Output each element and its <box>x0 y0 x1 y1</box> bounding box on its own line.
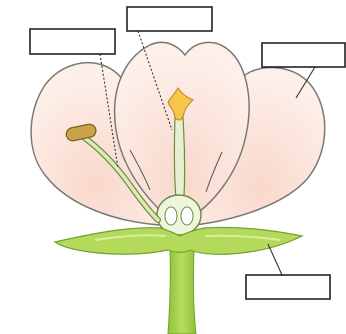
leader-line-sepal <box>268 244 282 275</box>
ovule-left <box>165 207 177 225</box>
label-box-pistil[interactable] <box>127 7 212 31</box>
ovule-right <box>181 207 193 225</box>
label-box-sepal[interactable] <box>246 275 330 299</box>
label-box-petal[interactable] <box>262 43 345 67</box>
pistil-style <box>174 118 184 198</box>
stem <box>168 250 196 334</box>
label-box-stamen[interactable] <box>30 29 115 54</box>
